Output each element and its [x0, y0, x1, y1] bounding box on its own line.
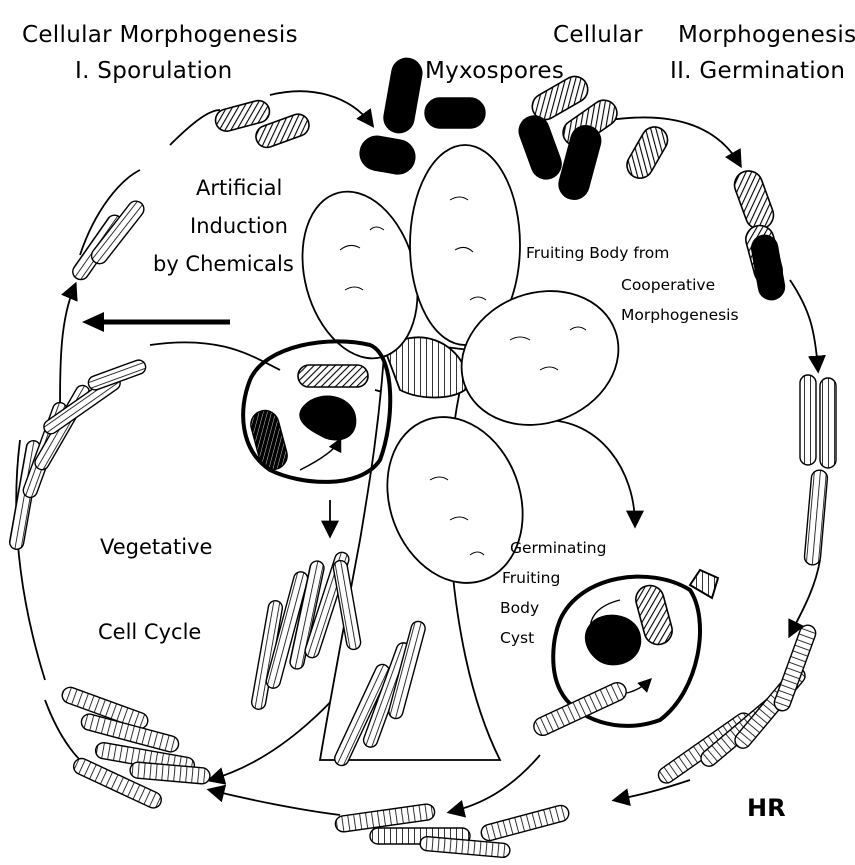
cyst-label-2: Fruiting	[502, 570, 560, 588]
fruiting-label-1: Fruiting Body from	[526, 245, 669, 263]
germination-subtitle: II. Germination	[670, 58, 845, 84]
induction-label-2: Induction	[190, 214, 288, 238]
fruiting-label-2: Cooperative	[621, 277, 715, 295]
cyst-label-1: Germinating	[510, 540, 606, 558]
sporulation-title: Cellular Morphogenesis	[22, 22, 298, 48]
cyst-label-4: Cyst	[500, 630, 534, 648]
vegetative-label-1: Vegetative	[100, 535, 212, 559]
induction-label-3: by Chemicals	[153, 252, 294, 276]
germinating-cell	[531, 680, 629, 739]
germination-title-b: Morphogenesis	[678, 22, 855, 48]
artist-signature: HR	[747, 795, 786, 823]
cyst-label-3: Body	[500, 600, 539, 618]
induction-label-1: Artificial	[196, 176, 282, 200]
fruiting-label-3: Morphogenesis	[621, 307, 739, 325]
induction-arrow	[82, 312, 230, 332]
myxospores-label: Myxospores	[425, 58, 564, 84]
germination-title-a: Cellular	[553, 22, 643, 48]
fruiting-body	[285, 145, 638, 760]
dark-hatched-spores	[248, 407, 291, 472]
vegetative-label-2: Cell Cycle	[98, 620, 201, 644]
sporulation-subtitle: I. Sporulation	[75, 58, 232, 84]
